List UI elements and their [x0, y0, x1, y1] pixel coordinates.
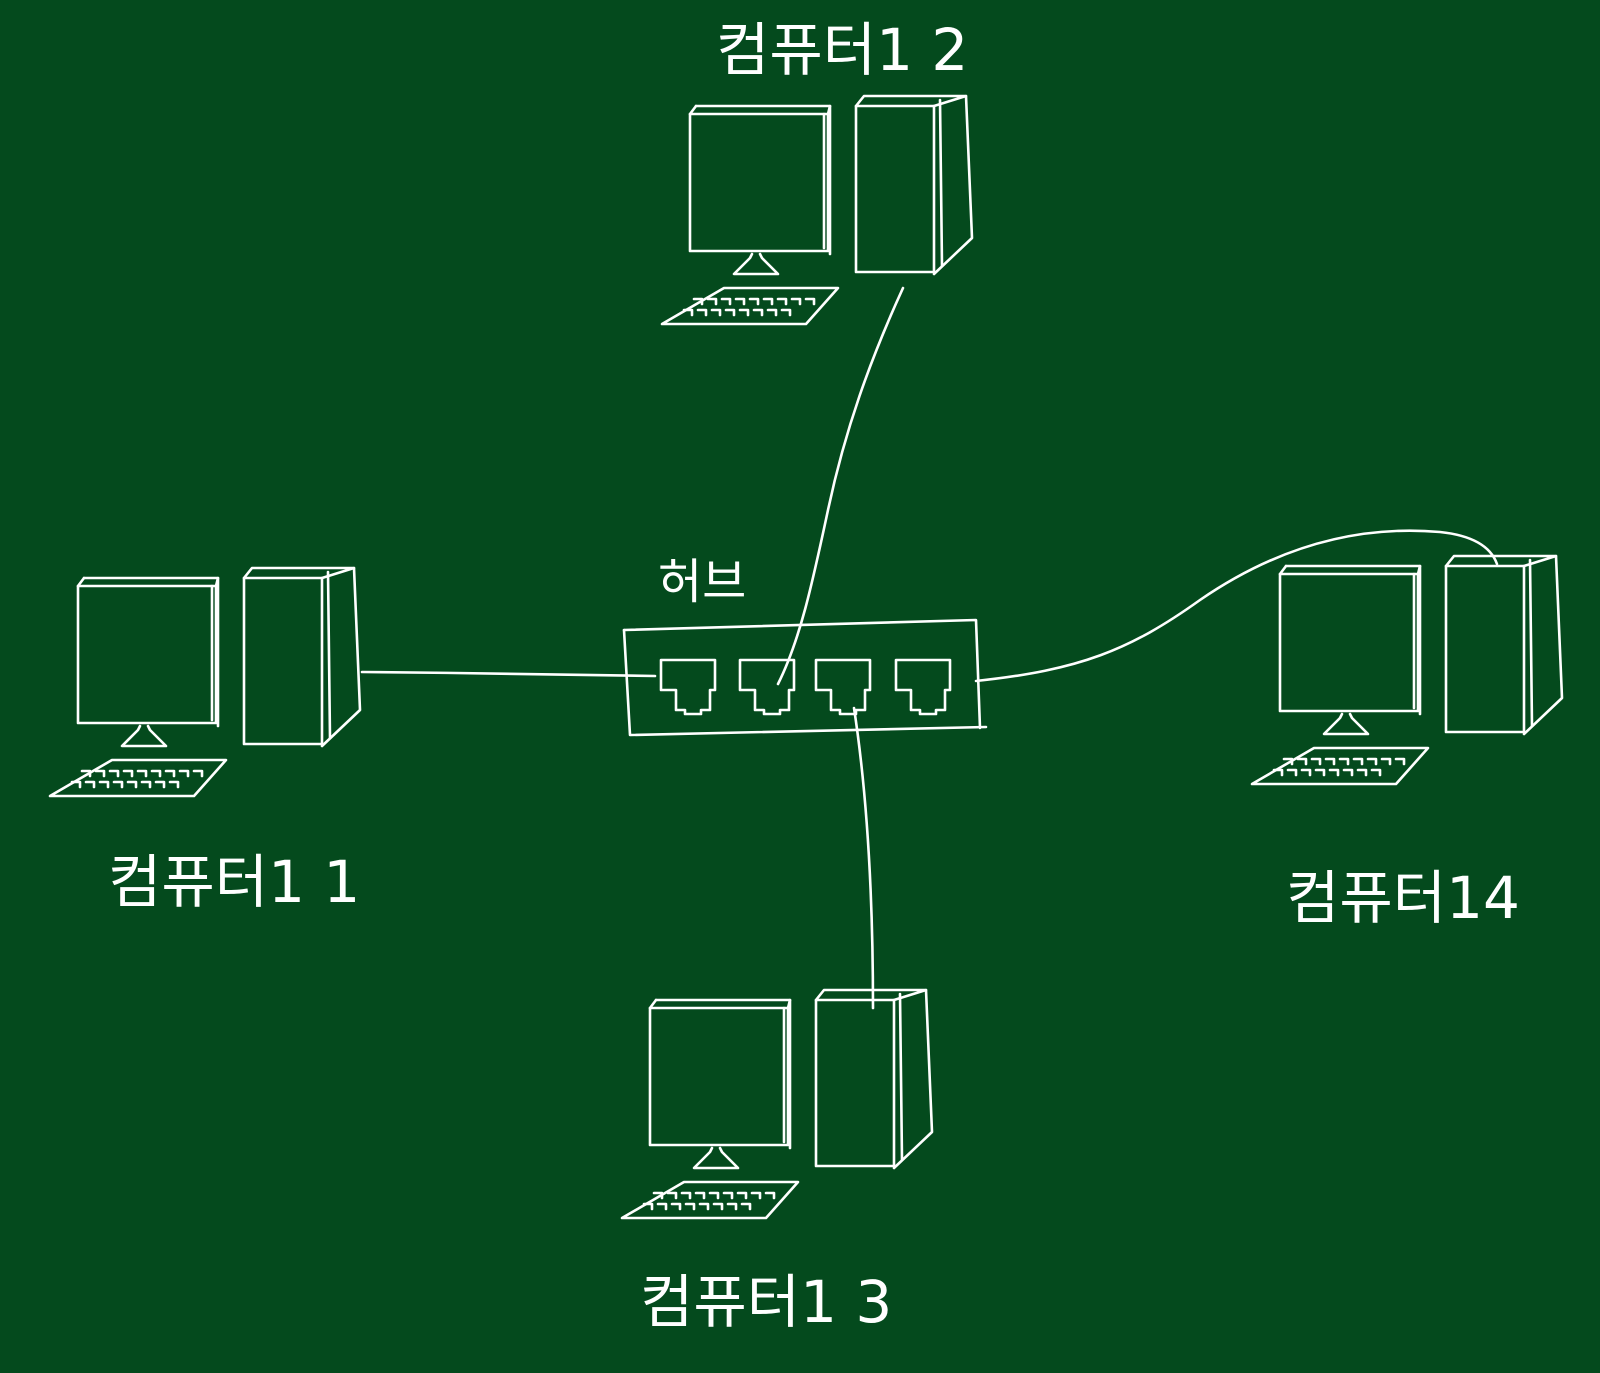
hub-label: 허브	[658, 554, 746, 610]
cable-pc1-hub	[360, 670, 657, 678]
computer-2-label: 컴퓨터1 2	[716, 16, 968, 84]
cable-pc4-hub	[974, 529, 1499, 683]
hub-port	[894, 658, 952, 716]
cable-pc3-hub	[852, 706, 875, 1010]
hub-port	[738, 658, 796, 716]
computer-3-label: 컴퓨터1 3	[640, 1268, 892, 1336]
hub-device	[622, 618, 988, 737]
network-cables	[360, 286, 1499, 1010]
cable-pc2-hub	[776, 286, 905, 686]
hub-port	[814, 658, 872, 716]
computer-1-label: 컴퓨터1 1	[108, 848, 360, 916]
computer-4-label: 컴퓨터14	[1286, 864, 1520, 932]
hub-port	[659, 658, 717, 716]
